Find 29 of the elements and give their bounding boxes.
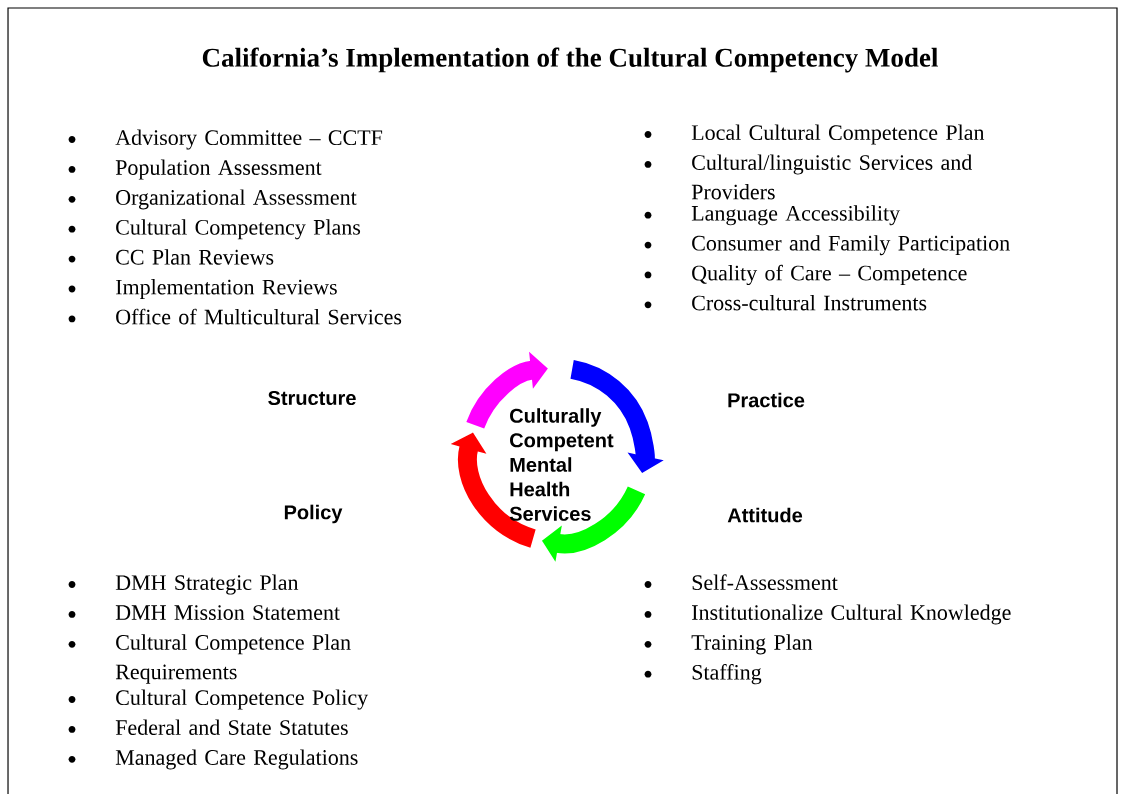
bullet-item: Federal and State Statutes xyxy=(68,719,348,735)
bullet-item: Cultural Competency Plans xyxy=(68,219,361,240)
bullet-item: Quality of Care – Competence xyxy=(644,264,967,286)
bullet-item: Office of Multicultural Services xyxy=(68,308,402,325)
title: California’s Implementation of the Cultural Competency Model xyxy=(202,47,938,73)
quadrant-heading: Structure xyxy=(268,390,356,406)
bullet-item: Cultural/linguistic Services and Providers xyxy=(644,154,973,200)
bullet-item: Consumer and Family Participation xyxy=(644,235,1010,256)
bullet-item: DMH Strategic Plan xyxy=(68,574,299,595)
quadrant-heading: Attitude xyxy=(727,507,803,523)
bullet-item: DMH Mission Statement xyxy=(68,605,340,620)
bullet-item: Training Plan xyxy=(644,634,813,655)
bullet-item: Organizational Assessment xyxy=(68,189,357,210)
quadrant-heading: Policy xyxy=(284,504,343,524)
bullet-item: Language Accessibility xyxy=(644,205,901,226)
bullet-item: Cross-cultural Instruments xyxy=(644,294,927,311)
bullet-item: Institutionalize Cultural Knowledge xyxy=(644,604,1011,625)
bullet-item: Staffing xyxy=(644,664,762,685)
bullet-item: Managed Care Regulations xyxy=(68,749,358,770)
bullet-item: Local Cultural Competence Plan xyxy=(644,124,985,145)
bullet-item: Cultural Competence Policy xyxy=(68,689,369,710)
center-text: Culturally Competent Mental Health Services xyxy=(509,408,614,521)
bullet-item: Implementation Reviews xyxy=(68,279,337,299)
bullet-item: Self-Assessment xyxy=(644,574,838,591)
bullet-item: Cultural Competence Plan Requirements xyxy=(68,634,351,684)
quadrant-heading: Practice xyxy=(728,392,805,408)
bullet-item: CC Plan Reviews xyxy=(68,249,274,265)
bullet-item: Population Assessment xyxy=(68,159,322,180)
bullet-item: Advisory Committee – CCTF xyxy=(68,129,383,150)
